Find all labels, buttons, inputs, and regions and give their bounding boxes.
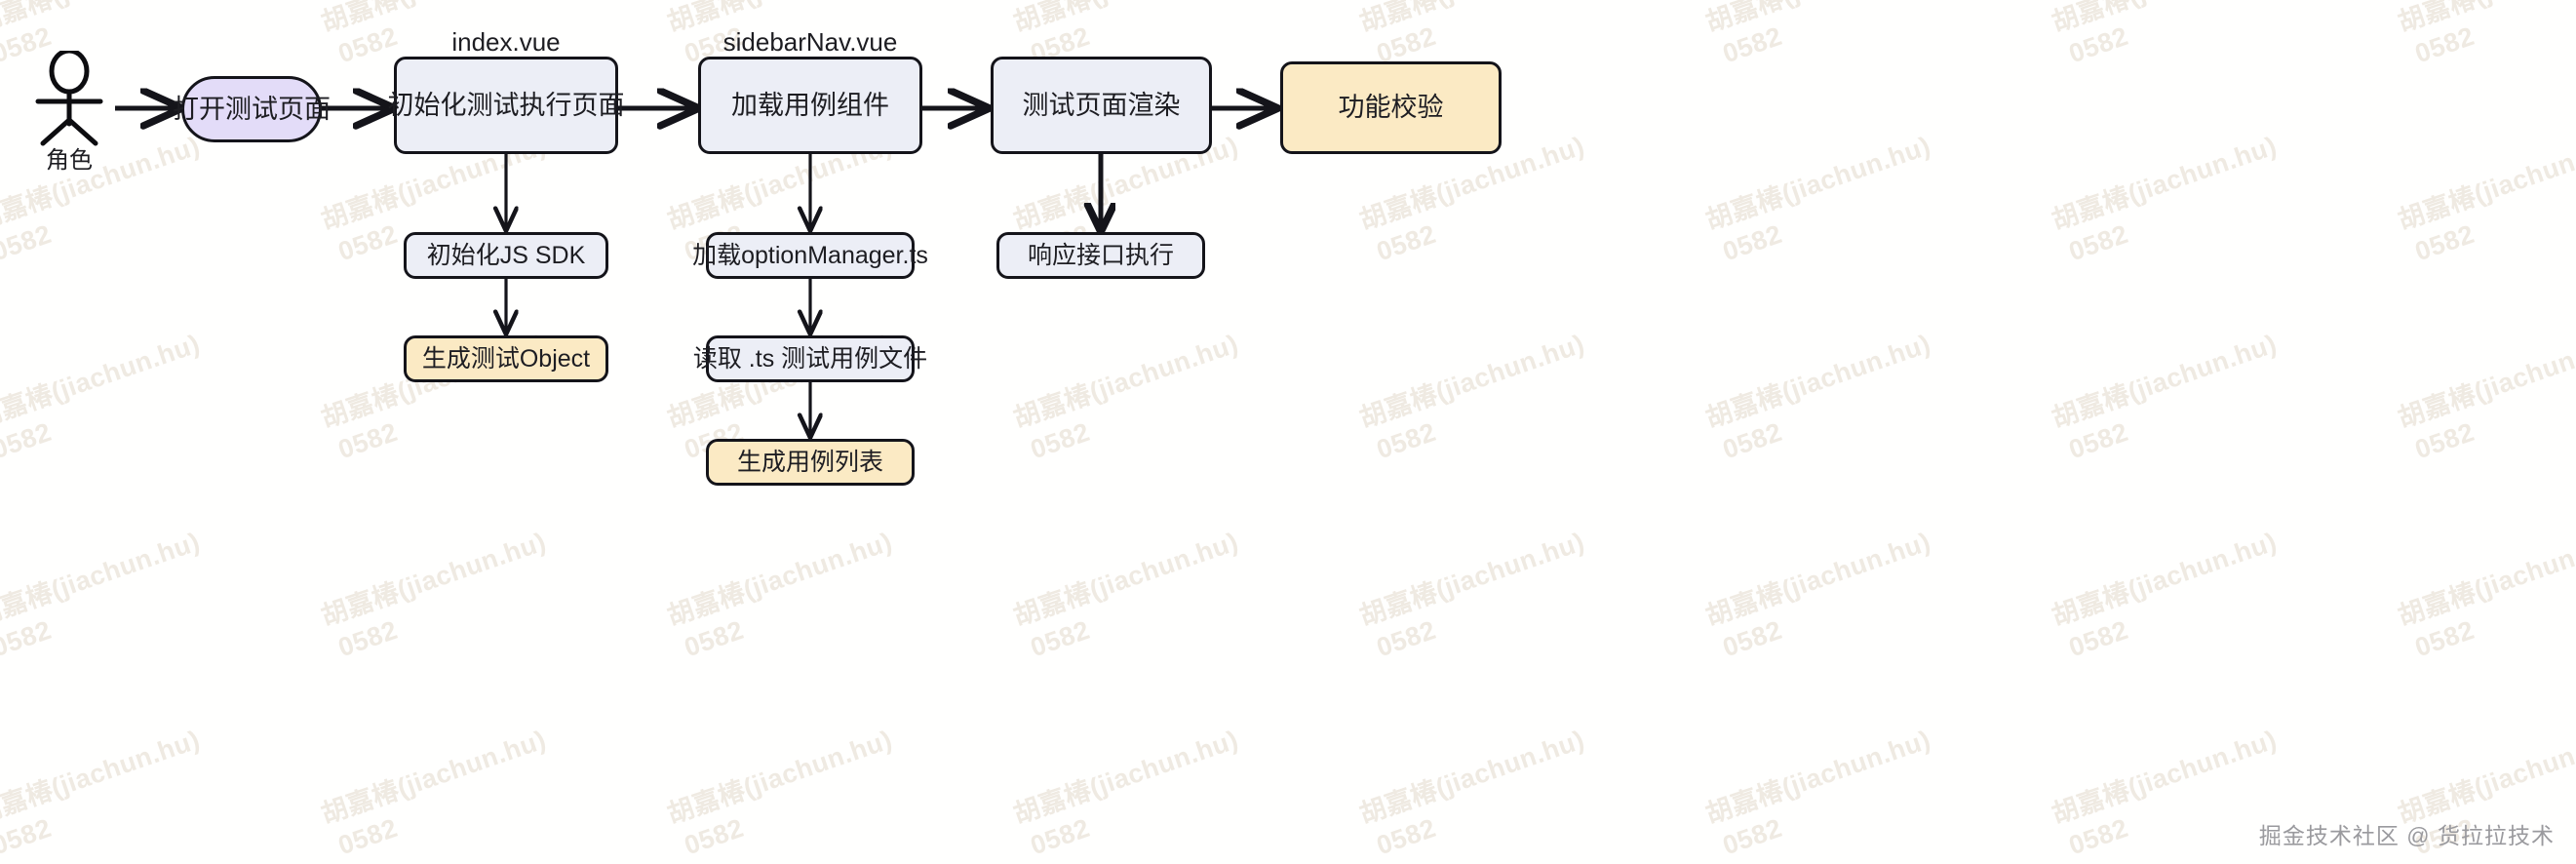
node-init-test-exec-page-label: 初始化测试执行页面 (387, 90, 625, 120)
node-init-js-sdk[interactable]: 初始化JS SDK (404, 232, 608, 279)
node-render-test-page[interactable]: 测试页面渲染 (991, 57, 1212, 154)
node-open-test-page[interactable]: 打开测试页面 (173, 76, 331, 142)
node-response-api-exec[interactable]: 响应接口执行 (996, 232, 1205, 279)
actor-label: 角色 (46, 147, 93, 174)
node-function-verify-label: 功能校验 (1338, 93, 1444, 123)
node-function-verify[interactable]: 功能校验 (1280, 61, 1502, 154)
node-init-test-exec-page[interactable]: 初始化测试执行页面 (388, 57, 625, 154)
node-init-js-sdk-label: 初始化JS SDK (426, 242, 586, 269)
node-gen-case-list-label: 生成用例列表 (736, 449, 883, 476)
node-gen-case-list[interactable]: 生成用例列表 (706, 439, 915, 486)
stick-figure-actor-icon (35, 48, 103, 146)
node-response-api-exec-label: 响应接口执行 (1027, 242, 1174, 269)
caption-sidebarnav-vue: sidebarNav.vue (722, 27, 898, 57)
node-gen-test-object[interactable]: 生成测试Object (404, 335, 608, 382)
node-load-option-manager-label: 加载optionManager.ts (692, 242, 928, 269)
node-render-test-page-label: 测试页面渲染 (1022, 90, 1181, 120)
attribution-text: 掘金技术社区 @ 货拉拉技术 (2258, 823, 2555, 848)
node-load-case-component-label: 加载用例组件 (731, 90, 889, 120)
node-read-ts-case-file-label: 读取 .ts 测试用例文件 (692, 345, 928, 373)
node-load-option-manager[interactable]: 加载optionManager.ts (692, 232, 928, 279)
node-load-case-component[interactable]: 加载用例组件 (698, 57, 922, 154)
node-open-test-page-label: 打开测试页面 (173, 94, 331, 124)
node-gen-test-object-label: 生成测试Object (421, 345, 591, 373)
actor-figure (27, 48, 111, 146)
caption-index-vue: index.vue (451, 27, 561, 57)
node-read-ts-case-file[interactable]: 读取 .ts 测试用例文件 (693, 335, 927, 382)
